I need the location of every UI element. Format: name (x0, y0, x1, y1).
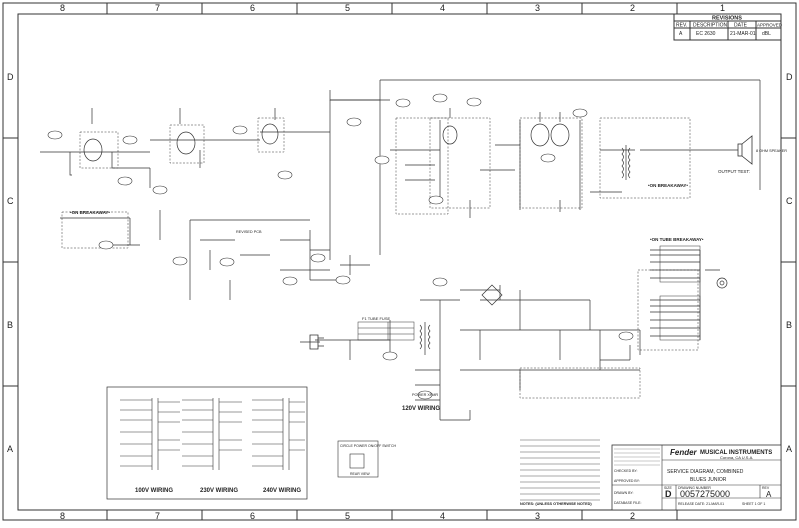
col-label: 3 (535, 3, 540, 13)
desc-header: DESCRIPTION (693, 23, 728, 29)
wiring (40, 79, 761, 421)
on-breakaway-right-label: •ON BREAKAWAY• (648, 183, 688, 188)
revised-pcb-label: REVISED PCB (236, 230, 262, 234)
tube-pin-strips (659, 245, 701, 341)
col-label: 7 (155, 511, 160, 521)
tube-sections (61, 117, 699, 399)
power-switch-diagram: CIRCLE POWER ON/OFF SWITCH REAR VIEW (337, 440, 396, 478)
size-label: SIZE (664, 486, 672, 490)
power-xfmr-label: POWER XFMR (412, 393, 438, 397)
approved-value: dBL (762, 31, 771, 37)
drawing-number: 0057275000 (680, 489, 730, 499)
revisions-title: REVISIONS (712, 16, 742, 22)
output-jack-icon (716, 277, 728, 289)
wiring-230-label: 230V WIRING (200, 488, 238, 494)
row-label: B (7, 320, 13, 330)
rev-value: A (679, 31, 683, 37)
col-label: 3 (535, 511, 540, 521)
col-label: 4 (440, 511, 445, 521)
wiring-options-box: 100V WIRING 230V WIRING 240V WIRING (106, 386, 308, 500)
row-markers-left: D C B A (7, 72, 14, 454)
tube-symbols (83, 123, 570, 162)
col-label: 1 (720, 3, 725, 13)
checked-by-label: CHECKED BY: (614, 469, 638, 473)
drawn-by-label: DRAWN BY: (614, 491, 634, 495)
row-label: A (7, 444, 13, 454)
rev-header: REV. (676, 23, 687, 29)
fender-logo: Fender (670, 448, 698, 457)
title-block: Fender MUSICAL INSTRUMENTS Corona, CA U.… (611, 444, 782, 511)
speaker-label: 8 OHM SPEAKER (756, 149, 787, 153)
output-test-label: OUTPUT TEST: (718, 169, 750, 174)
transformers (419, 145, 631, 355)
row-label: D (7, 72, 14, 82)
wiring-120-label: 120V WIRING (402, 406, 440, 412)
company-location: Corona, CA U.S.A. (720, 455, 753, 460)
row-label: C (786, 196, 793, 206)
column-ticks (3, 3, 796, 520)
outer-border (2, 2, 797, 521)
col-label: 8 (60, 511, 65, 521)
row-label: D (786, 72, 793, 82)
size-value: D (665, 489, 672, 499)
database-label: DATABASE FILE: (614, 501, 642, 505)
release-date: RELEASE DATE: 21-MAR-01 (678, 502, 724, 506)
on-tube-breakaway-label: •ON TUBE BREAKAWAY• (650, 237, 704, 242)
speaker-icon (737, 135, 753, 165)
drawing-title-2: BLUES JUNIOR (690, 477, 727, 483)
col-label: 2 (630, 511, 635, 521)
fuse-table (357, 321, 415, 341)
sheet-number: SHEET 1 OF 1 (742, 502, 765, 506)
notes-label: NOTES: (UNLESS OTHERWISE NOTED) (520, 502, 592, 506)
wiring-240-label: 240V WIRING (263, 488, 301, 494)
col-label: 5 (345, 511, 350, 521)
column-markers-bottom: 8 7 6 5 4 3 2 (60, 511, 635, 521)
notes-block: NOTES: (UNLESS OTHERWISE NOTED) (520, 439, 600, 506)
drawing-number-label: DRAWING NUMBER (678, 486, 711, 490)
row-markers-right: D C B A (786, 72, 793, 454)
column-markers-top: 8 7 6 5 4 3 2 1 (60, 3, 725, 13)
col-label: 4 (440, 3, 445, 13)
row-label: A (786, 444, 792, 454)
fuse-label: F1 TUBE FUSE (362, 316, 390, 321)
col-label: 6 (250, 511, 255, 521)
revisions-block: REVISIONS REV. DESCRIPTION DATE APPROVED… (673, 13, 783, 41)
power-plug-icon (309, 334, 324, 350)
approved-header: APPROVED (757, 23, 783, 28)
on-breakaway-label: •ON BREAKAWAY• (70, 210, 110, 215)
col-label: 2 (630, 3, 635, 13)
col-label: 5 (345, 3, 350, 13)
col-label: 8 (60, 3, 65, 13)
wiring-100-label: 100V WIRING (135, 488, 173, 494)
date-header: DATE (734, 23, 748, 29)
rev-value: A (766, 490, 772, 499)
rear-view-label: REAR VIEW (350, 472, 370, 476)
test-points (47, 93, 634, 400)
row-label: C (7, 196, 14, 206)
date-value: 21-MAR-01 (730, 31, 756, 37)
col-label: 6 (250, 3, 255, 13)
desc-value: EC 2630 (696, 31, 716, 37)
row-label: B (786, 320, 792, 330)
rev-label: REV (762, 486, 770, 490)
approved-by-label: APPROVED BY: (614, 479, 640, 483)
drawing-title-1: SERVICE DIAGRAM, COMBINED (667, 469, 744, 475)
col-label: 7 (155, 3, 160, 13)
switch-label: CIRCLE POWER ON/OFF SWITCH (340, 444, 396, 448)
company-name: MUSICAL INSTRUMENTS (700, 450, 772, 456)
